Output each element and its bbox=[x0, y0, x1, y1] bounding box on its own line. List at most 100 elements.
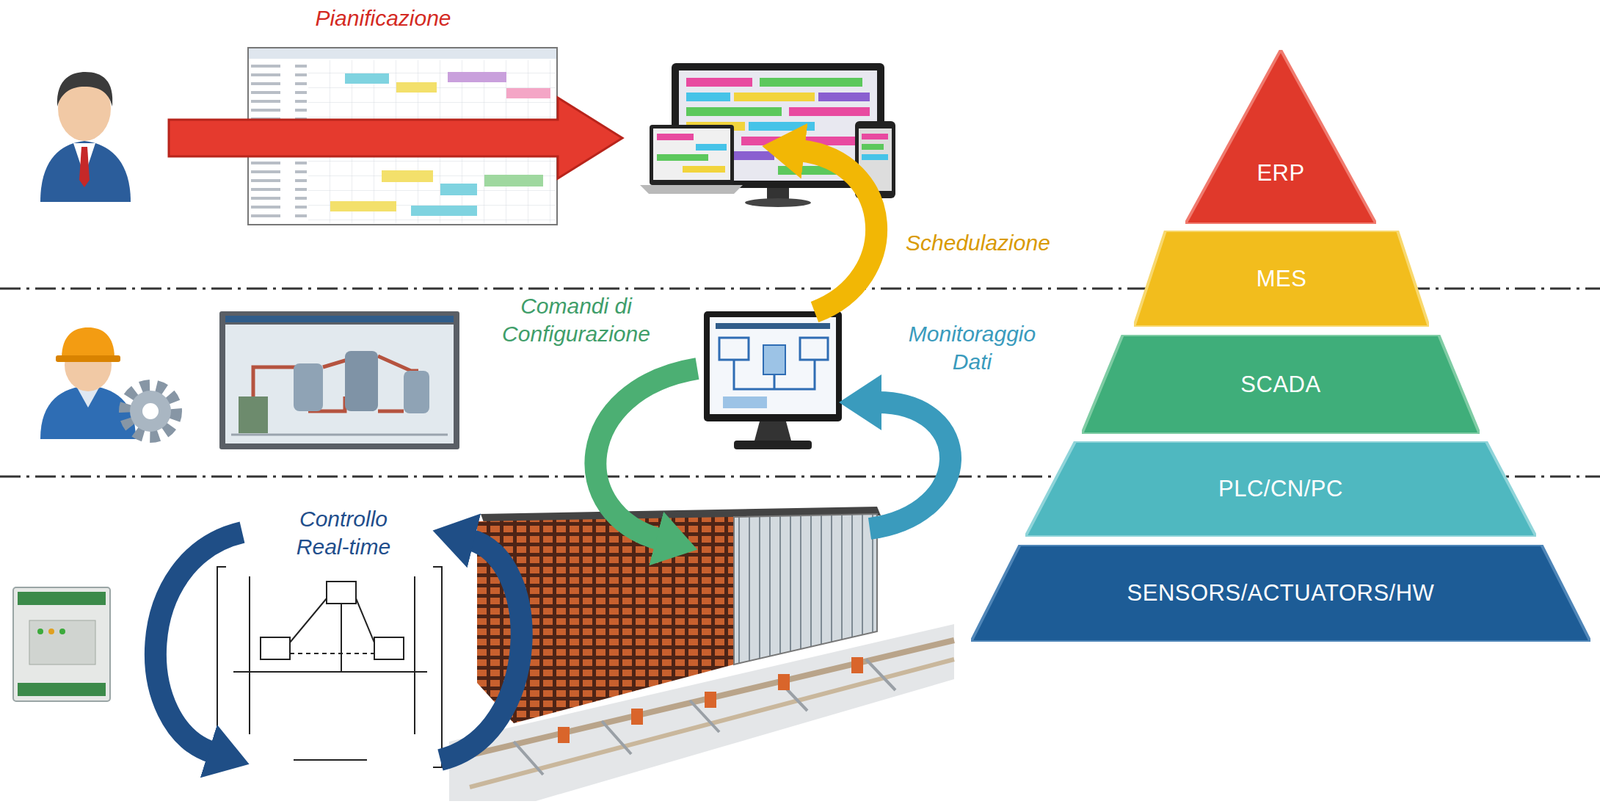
band-text-holder: PLC/CN/PC bbox=[1025, 441, 1537, 537]
band-text-holder: SENSORS/ACTUATORS/HW bbox=[971, 544, 1591, 642]
control-block bbox=[374, 637, 404, 660]
band-fill bbox=[1025, 441, 1537, 537]
pyramid-band: MES bbox=[1133, 230, 1429, 327]
schedule-bar bbox=[861, 143, 884, 150]
monitor-base bbox=[744, 198, 812, 207]
bus-line bbox=[233, 670, 428, 673]
plc-device bbox=[13, 587, 111, 701]
band-text-holder: ERP bbox=[1185, 49, 1377, 224]
signal-line bbox=[340, 603, 343, 672]
schedule-bar bbox=[682, 165, 726, 173]
control-loop-arrow bbox=[440, 539, 522, 760]
gantt-bar bbox=[506, 88, 551, 99]
band-label: SENSORS/ACTUATORS/HW bbox=[1127, 579, 1435, 607]
planning-arrow bbox=[168, 97, 623, 179]
configuration-arrow bbox=[595, 368, 698, 540]
signal-line bbox=[355, 598, 375, 643]
pyramid-band: SCADA bbox=[1081, 334, 1480, 434]
monitoring-arrow bbox=[869, 402, 951, 529]
monitor-frame bbox=[703, 311, 842, 422]
shuttle bbox=[704, 691, 717, 708]
control-block bbox=[260, 637, 290, 660]
window-frame bbox=[219, 311, 460, 450]
plc-housing bbox=[13, 587, 111, 701]
hair bbox=[57, 71, 113, 107]
gear-teeth bbox=[125, 386, 176, 436]
gantt-bar bbox=[440, 183, 478, 196]
status-led bbox=[37, 628, 44, 635]
flow-label: Pianificazione bbox=[291, 4, 475, 33]
machine bbox=[238, 396, 268, 434]
tank bbox=[293, 363, 323, 412]
band-text-holder: SCADA bbox=[1081, 334, 1480, 434]
control-loop-arrow bbox=[155, 532, 243, 753]
suit bbox=[40, 140, 131, 202]
title-bar bbox=[225, 315, 454, 323]
terminal-strip bbox=[17, 591, 106, 605]
pyramid-band: PLC/CN/PC bbox=[1025, 441, 1537, 537]
band-text-holder: MES bbox=[1133, 230, 1429, 327]
shuttle bbox=[777, 673, 790, 690]
gear-body bbox=[129, 390, 172, 432]
schedule-bar bbox=[788, 107, 870, 116]
pipe bbox=[253, 355, 419, 397]
schedule-bar bbox=[686, 92, 731, 102]
schedule-bar bbox=[818, 92, 870, 102]
shuttle bbox=[557, 726, 570, 743]
signal-line bbox=[248, 576, 251, 672]
scheduling-arrow bbox=[800, 150, 877, 312]
flow-label: Monitoraggio Dati bbox=[896, 320, 1048, 376]
manager-icon bbox=[40, 71, 131, 202]
schedule-bar bbox=[686, 107, 782, 116]
title-bar bbox=[715, 322, 831, 329]
rail bbox=[469, 659, 955, 787]
tank bbox=[344, 350, 378, 412]
scada-monitor bbox=[703, 311, 842, 450]
flow-arrows bbox=[155, 150, 951, 760]
toolbar bbox=[248, 48, 557, 59]
band-fill bbox=[1081, 334, 1480, 434]
band-fill bbox=[1185, 49, 1377, 224]
signal-line bbox=[289, 652, 375, 654]
schematic-block bbox=[719, 337, 749, 360]
pyramid-band: ERP bbox=[1185, 49, 1377, 224]
schedule-bar bbox=[686, 77, 753, 87]
tie bbox=[79, 146, 90, 188]
schedule-bar bbox=[656, 133, 694, 141]
gear-hole bbox=[142, 402, 159, 420]
terminal-strip bbox=[17, 682, 106, 696]
signal-line bbox=[413, 671, 416, 734]
schedule-bar bbox=[861, 154, 889, 160]
schematic-block bbox=[722, 396, 767, 409]
band-label: SCADA bbox=[1240, 371, 1321, 398]
schedule-bar bbox=[695, 143, 727, 151]
laptop-screen bbox=[653, 128, 731, 180]
schematic-block bbox=[800, 337, 828, 360]
gantt-bar bbox=[344, 73, 389, 84]
schedule-bar bbox=[759, 77, 863, 87]
schedule-bar bbox=[748, 121, 815, 131]
schedule-bar bbox=[733, 92, 815, 102]
plc-panel bbox=[29, 620, 96, 665]
monitor-stand bbox=[754, 421, 792, 441]
signal-line bbox=[413, 576, 416, 672]
bracket bbox=[433, 566, 442, 767]
band-label: PLC/CN/PC bbox=[1218, 475, 1344, 503]
monitor-screen bbox=[709, 317, 836, 414]
control-block bbox=[326, 581, 356, 604]
gantt-bar bbox=[411, 205, 478, 216]
band-fill bbox=[971, 544, 1591, 642]
flow-label: Schedulazione bbox=[905, 228, 1097, 257]
control-diagram bbox=[217, 566, 442, 767]
screen bbox=[225, 324, 454, 444]
ground-line bbox=[231, 433, 448, 436]
conveyor bbox=[601, 720, 632, 754]
bracket bbox=[217, 566, 227, 767]
laptop-base bbox=[640, 184, 743, 194]
shuttle bbox=[851, 656, 864, 674]
gantt-bar bbox=[330, 201, 397, 212]
shuttle bbox=[631, 708, 643, 725]
conveyor bbox=[513, 741, 544, 775]
scada-screenshot bbox=[219, 311, 460, 450]
